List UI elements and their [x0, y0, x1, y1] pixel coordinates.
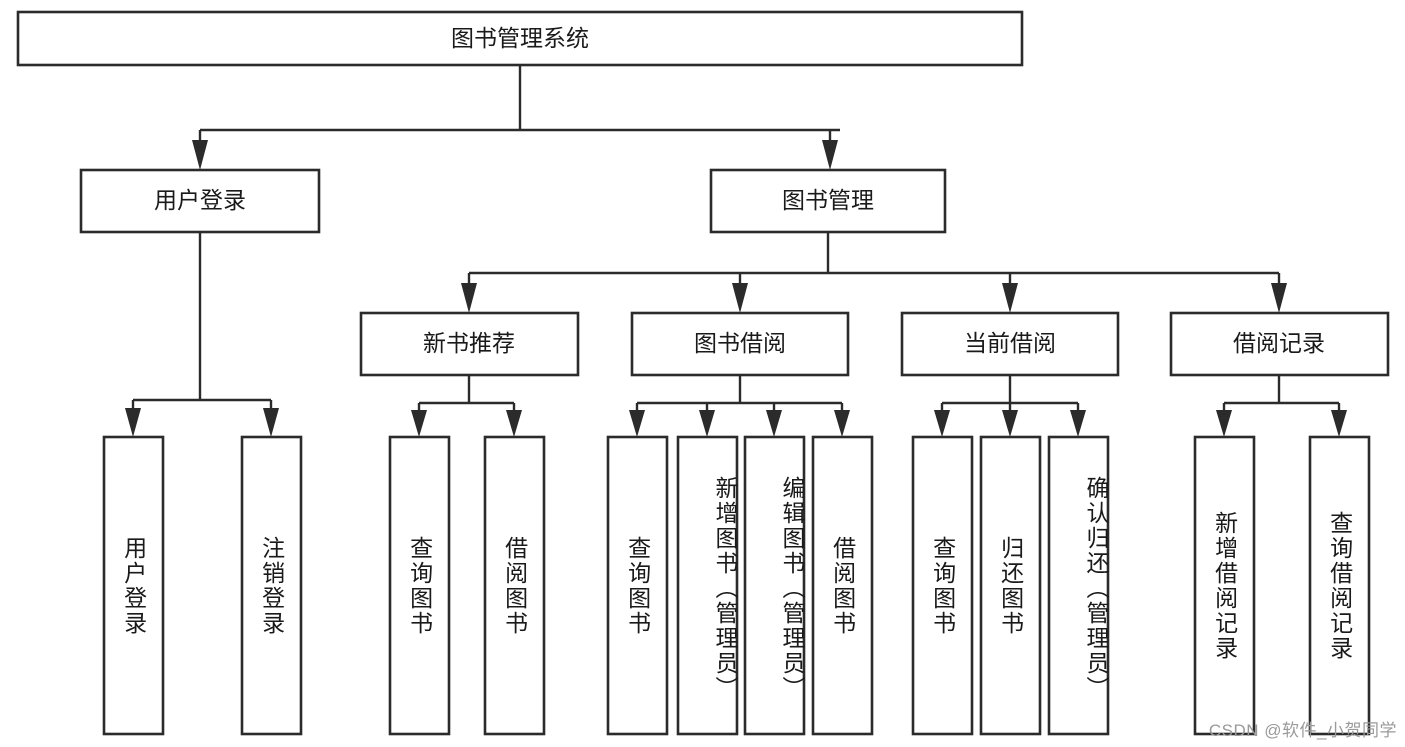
leaf-box-newbook-query[interactable] — [388, 435, 451, 736]
leaf-box-bookborrow-query[interactable] — [606, 435, 669, 736]
leaf-box-currentborrow-query[interactable] — [911, 435, 974, 736]
arrow-head-icon — [1070, 410, 1086, 437]
arrow-head-icon — [411, 410, 427, 437]
arrow-head-icon — [1002, 410, 1018, 437]
arrow-head-icon — [699, 410, 715, 437]
arrow-head-icon — [629, 410, 645, 437]
new-book-recommend-label: 新书推荐 — [423, 330, 515, 356]
arrow-head-icon — [1216, 410, 1232, 437]
leaf-box-currentborrow-confirm[interactable] — [1047, 435, 1110, 736]
connector-userlogin-to-leaves — [125, 232, 279, 437]
connector-bookmgmt-to-level3 — [461, 232, 1287, 313]
node-book-borrow[interactable]: 图书借阅 — [630, 311, 850, 377]
leaf-box-newbook-borrow[interactable] — [483, 435, 546, 736]
leaf-box-bookborrow-borrow[interactable] — [811, 435, 874, 736]
connector-root-to-level2 — [192, 65, 840, 170]
leaf-box-record-add[interactable] — [1193, 435, 1256, 736]
user-login-box[interactable] — [79, 168, 321, 234]
current-borrow-label: 当前借阅 — [964, 330, 1056, 356]
leaf-box-record-query[interactable] — [1308, 435, 1371, 736]
arrow-head-icon — [263, 408, 279, 437]
leaf-box-currentborrow-return[interactable] — [979, 435, 1042, 736]
root-label: 图书管理系统 — [451, 25, 589, 51]
node-user-login[interactable]: 用户登录 — [79, 168, 321, 234]
node-new-book-recommend[interactable]: 新书推荐 — [359, 311, 580, 377]
leaf-box-user-login[interactable] — [102, 435, 165, 736]
connector-newbook-to-leaves — [411, 375, 522, 437]
leaf-box-bookborrow-add[interactable] — [676, 435, 739, 736]
arrow-head-icon — [934, 410, 950, 437]
arrow-head-icon — [834, 410, 850, 437]
arrow-head-icon — [1331, 410, 1347, 437]
node-book-management[interactable]: 图书管理 — [709, 168, 947, 234]
arrow-head-icon — [1002, 283, 1018, 313]
book-borrow-label: 图书借阅 — [694, 330, 786, 356]
arrow-head-icon — [125, 408, 141, 437]
arrow-head-icon — [1271, 283, 1287, 313]
leaf-box-logout[interactable] — [240, 435, 303, 736]
node-current-borrow[interactable]: 当前借阅 — [900, 311, 1120, 377]
arrow-head-icon — [192, 140, 208, 170]
node-borrow-record[interactable]: 借阅记录 — [1169, 311, 1390, 377]
current-borrow-box[interactable] — [900, 311, 1120, 377]
borrow-record-label: 借阅记录 — [1233, 330, 1325, 356]
connector-currentborrow-to-leaves — [934, 375, 1086, 437]
node-root[interactable]: 图书管理系统 — [16, 10, 1024, 67]
arrow-head-icon — [732, 283, 748, 313]
user-login-label: 用户登录 — [154, 187, 246, 213]
connector-borrowrecord-to-leaves — [1216, 375, 1347, 437]
watermark-text: CSDN @软件_小贺同学 — [1208, 721, 1397, 740]
arrow-head-icon — [822, 140, 838, 170]
book-management-label: 图书管理 — [782, 187, 874, 213]
arrow-head-icon — [506, 410, 522, 437]
leaf-box-bookborrow-edit[interactable] — [743, 435, 806, 736]
arrow-head-icon — [461, 283, 477, 313]
new-book-recommend-box[interactable] — [359, 311, 580, 377]
arrow-head-icon — [766, 410, 782, 437]
root-box[interactable] — [16, 10, 1024, 67]
connector-bookborrow-to-leaves — [629, 375, 850, 437]
